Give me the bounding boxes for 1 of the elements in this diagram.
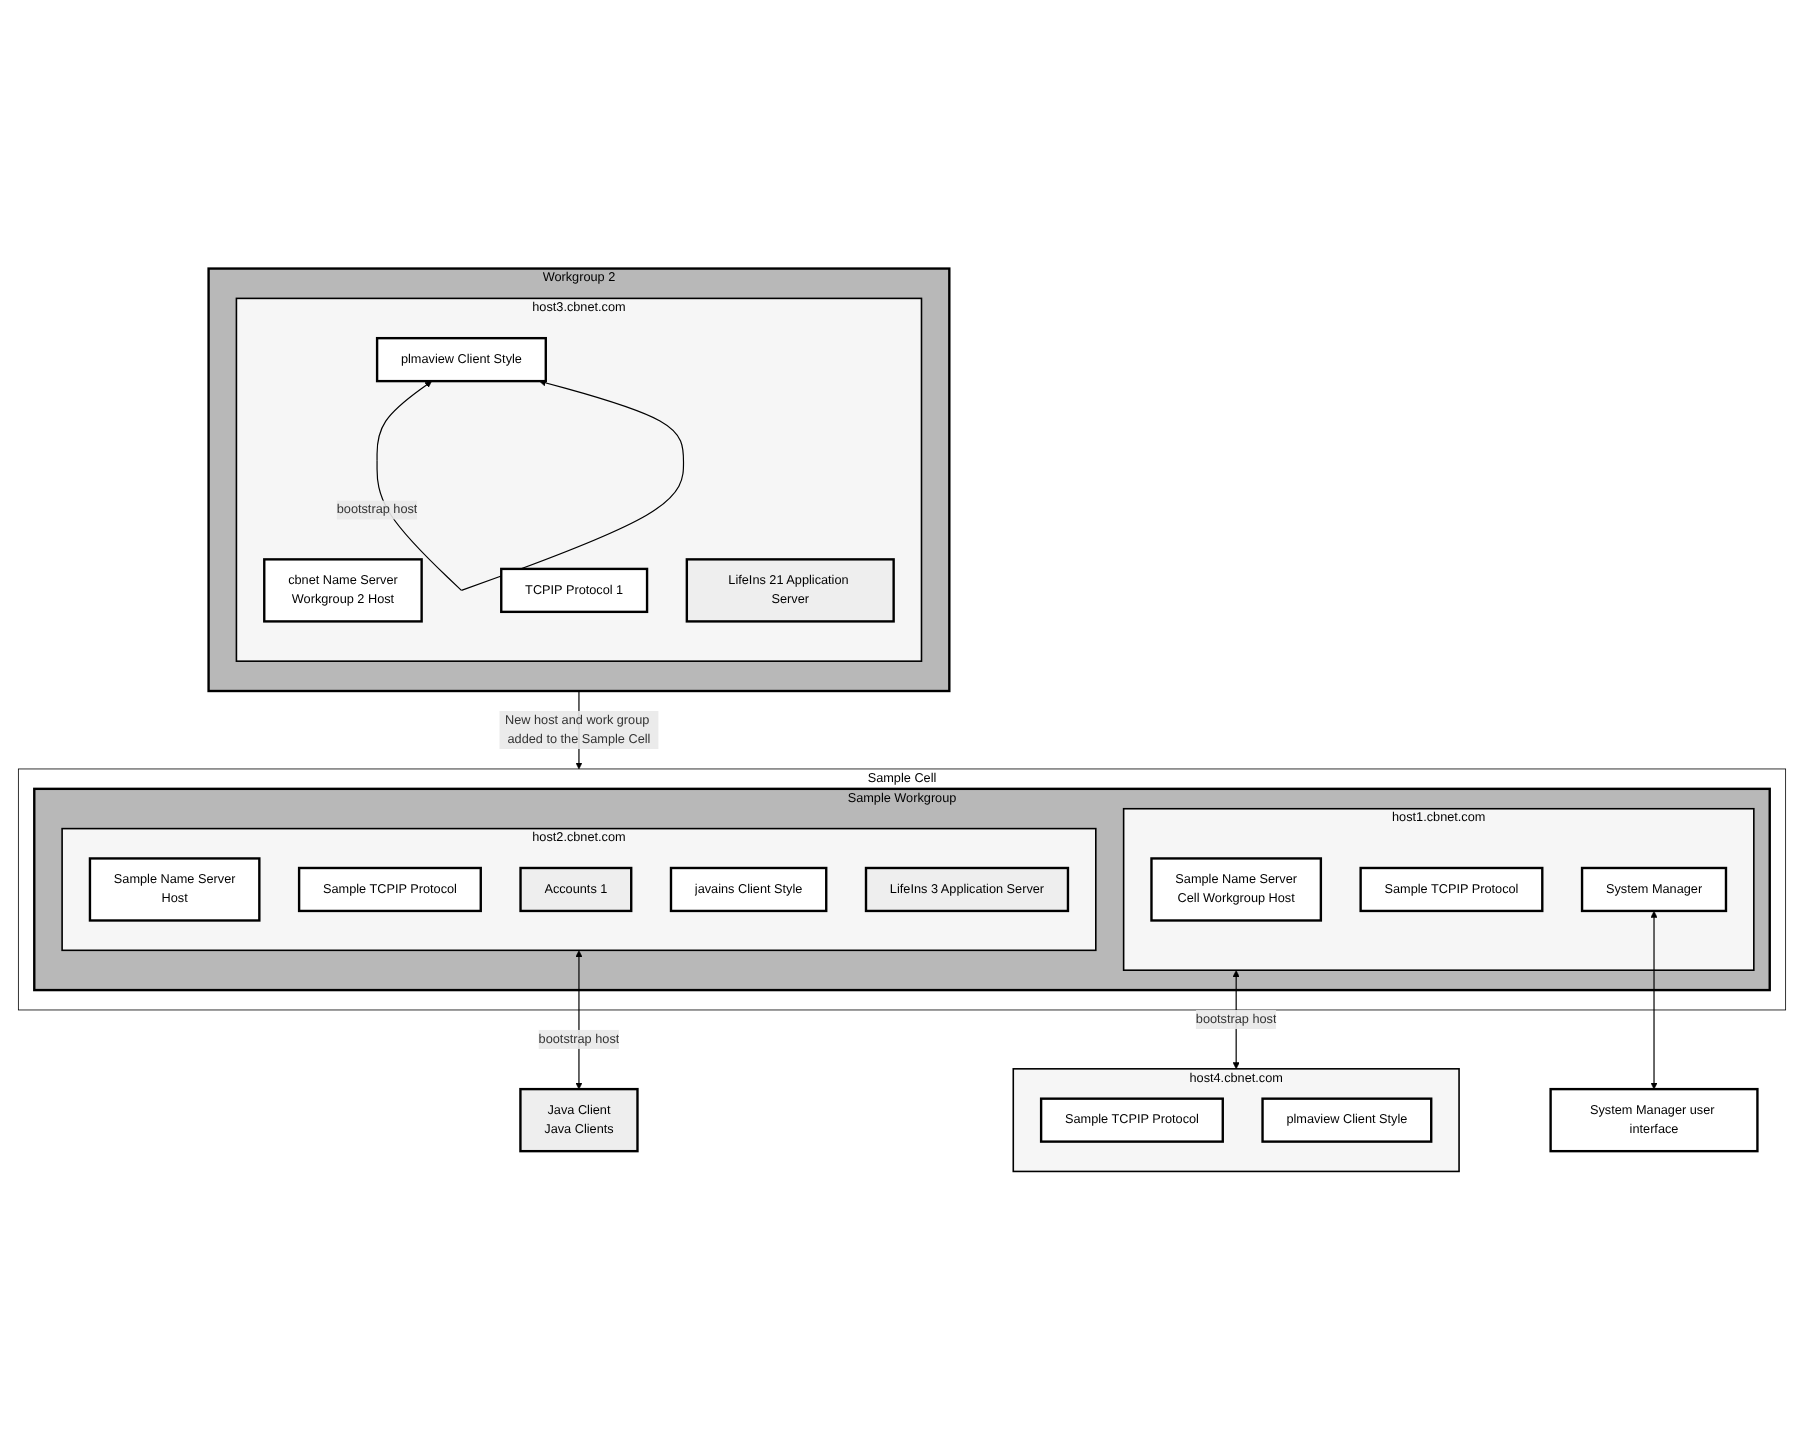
arrow [1650,909,1658,1089]
